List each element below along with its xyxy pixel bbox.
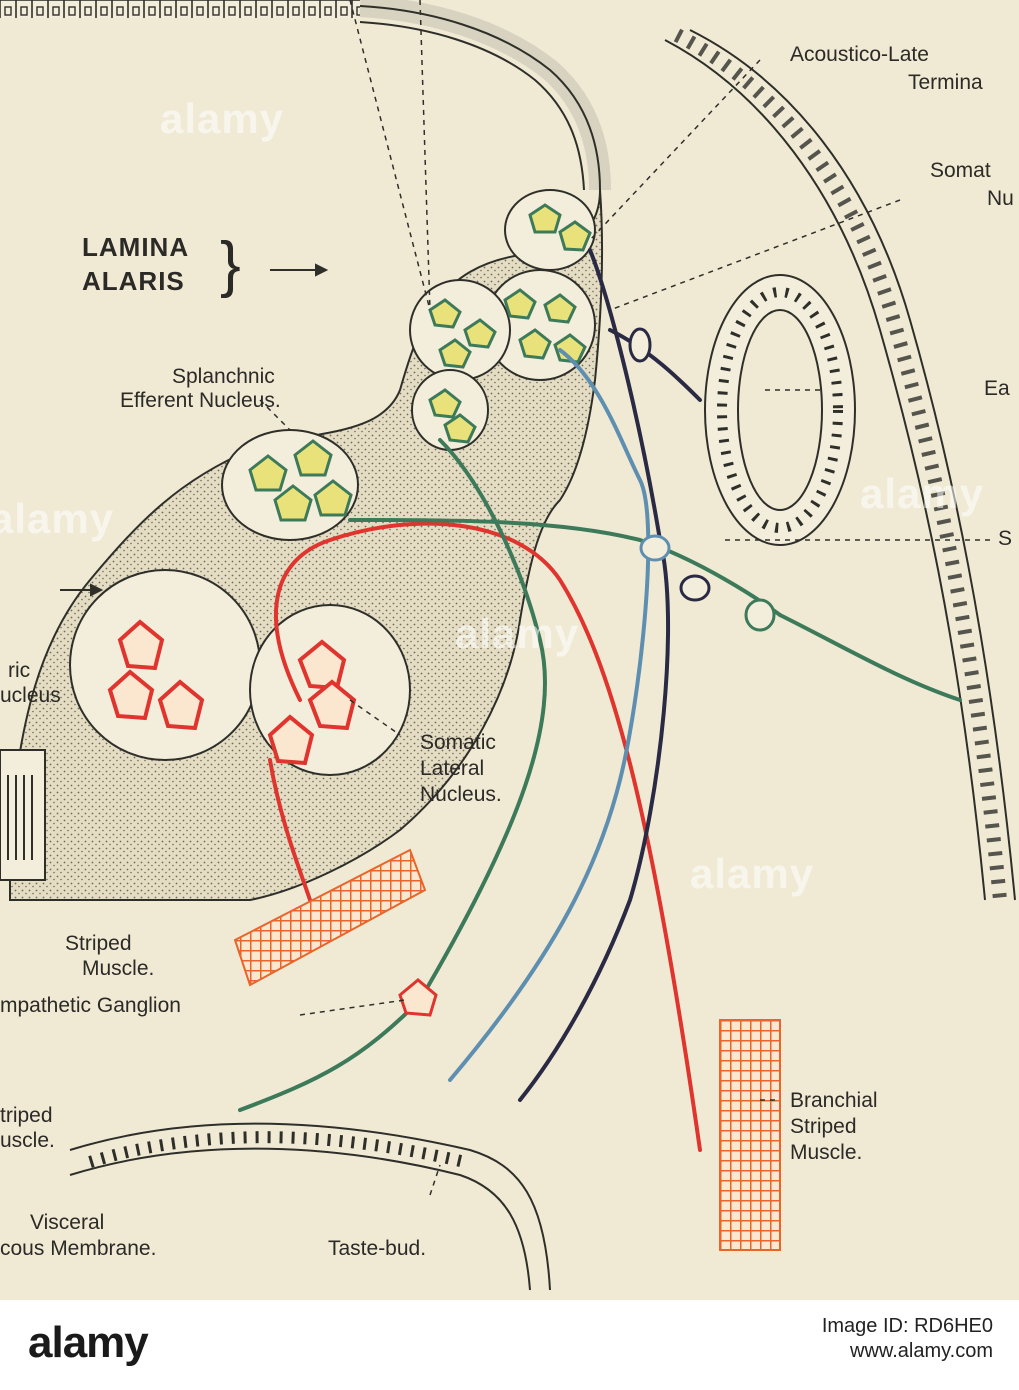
alamy-logo[interactable]: alamy bbox=[28, 1318, 149, 1367]
watermark: alamy bbox=[690, 850, 815, 897]
label-branchial-3: Muscle. bbox=[790, 1141, 863, 1164]
image-id: Image ID: RD6HE0 www.alamy.com bbox=[822, 1314, 993, 1364]
fibers bbox=[238, 248, 962, 1152]
label-ucleus: ucleus bbox=[0, 684, 61, 707]
label-s: S bbox=[998, 527, 1013, 550]
leader-lines bbox=[259, 0, 990, 1196]
label-visceral-2: cous Membrane. bbox=[0, 1237, 157, 1260]
watermark: alamy bbox=[0, 495, 115, 542]
label-ric: ric bbox=[8, 659, 31, 682]
ear-vesicle bbox=[704, 274, 856, 546]
epithelium-top bbox=[0, 0, 611, 191]
site-url[interactable]: www.alamy.com bbox=[850, 1340, 993, 1362]
watermark: alamy bbox=[455, 610, 580, 657]
red-cells bbox=[107, 619, 357, 766]
label-splanchnic-2: Efferent Nucleus. bbox=[120, 389, 281, 412]
label-striped-1: Striped bbox=[65, 932, 132, 955]
label-nu: Nu bbox=[987, 187, 1014, 210]
label-uscle: uscle. bbox=[0, 1129, 55, 1152]
label-triped: triped bbox=[0, 1104, 53, 1127]
label-taste-bud: Taste-bud. bbox=[328, 1237, 427, 1260]
label-splanchnic-1: Splanchnic bbox=[172, 365, 275, 388]
label-visceral-1: Visceral bbox=[30, 1211, 105, 1234]
label-sympathetic: mpathetic Ganglion bbox=[0, 994, 181, 1017]
label-acoustico: Acoustico-Late bbox=[790, 43, 929, 66]
label-lamina-alaris-1: LAMINA bbox=[82, 232, 190, 262]
left-block bbox=[0, 749, 46, 881]
visceral-membrane bbox=[69, 1122, 551, 1291]
watermark: alamy bbox=[160, 95, 285, 142]
label-somatic-lat-2: Lateral bbox=[420, 757, 485, 780]
label-somatic-lat-3: Nucleus. bbox=[420, 783, 502, 806]
watermark: alamy bbox=[860, 470, 985, 517]
brace-lamina: } bbox=[220, 230, 241, 299]
nerve-diagram bbox=[0, 0, 1016, 1291]
arrows bbox=[60, 263, 329, 597]
muscles bbox=[233, 848, 781, 1251]
label-ea: Ea bbox=[984, 377, 1010, 400]
ganglion-cells bbox=[398, 327, 776, 1017]
label-branchial-1: Branchial bbox=[790, 1089, 878, 1112]
label-lamina-alaris-2: ALARIS bbox=[82, 266, 185, 296]
footer-bar: alamy Image ID: RD6HE0 www.alamy.com bbox=[0, 1300, 1019, 1390]
label-termina: Termina bbox=[908, 71, 983, 94]
green-cells bbox=[248, 203, 592, 522]
label-striped-2: Muscle. bbox=[82, 957, 155, 980]
label-branchial-2: Striped bbox=[790, 1115, 857, 1138]
image-id-line: Image ID: RD6HE0 bbox=[821, 1315, 993, 1337]
epithelium-right bbox=[664, 28, 1016, 901]
label-somat: Somat bbox=[930, 159, 991, 182]
diagram-area: Acoustico-Late Termina Somat Nu LAMINA A… bbox=[0, 0, 1016, 1291]
label-somatic-lat-1: Somatic bbox=[420, 731, 496, 754]
